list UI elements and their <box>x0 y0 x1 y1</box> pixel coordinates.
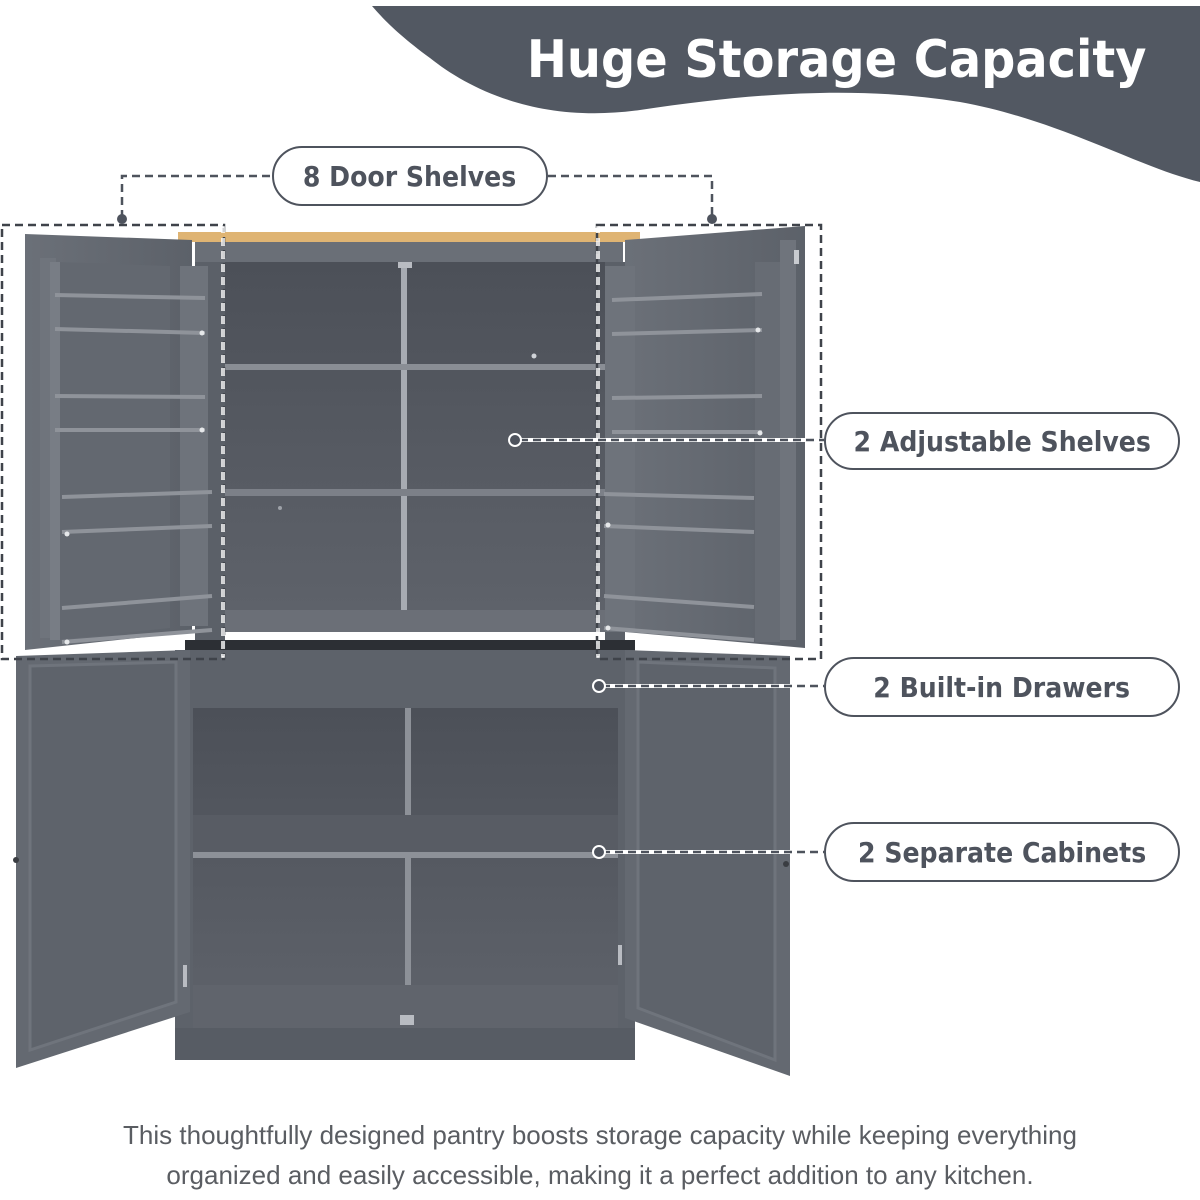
connector-door-shelves <box>120 174 714 218</box>
right-door-rails <box>603 292 763 642</box>
banner-wave-shape <box>372 6 1200 182</box>
callout-door-shelves: 8 Door Shelves <box>272 146 548 206</box>
callout-adjustable-shelves: 2 Adjustable Shelves <box>824 412 1180 470</box>
callout-label: 8 Door Shelves <box>303 159 517 193</box>
callout-label: 2 Built-in Drawers <box>873 670 1131 704</box>
adjustable-shelf <box>225 489 605 496</box>
wood-top-board <box>178 232 640 242</box>
description-line-1: This thoughtfully designed pantry boosts… <box>123 1120 1077 1150</box>
header-banner <box>372 6 1200 182</box>
description-line-2: organized and easily accessible, making … <box>166 1160 1034 1190</box>
lower-shelf <box>193 852 618 858</box>
callout-label: 2 Adjustable Shelves <box>853 424 1151 458</box>
page-title: Huge Storage Capacity <box>526 30 1146 90</box>
upper-cabinet-interior <box>225 262 605 632</box>
callout-built-in-drawers: 2 Built-in Drawers <box>824 657 1180 717</box>
upper-shelf <box>225 364 605 370</box>
left-door-rails <box>54 293 213 644</box>
callout-separate-cabinets: 2 Separate Cabinets <box>824 822 1180 882</box>
callout-label: 2 Separate Cabinets <box>857 835 1147 869</box>
